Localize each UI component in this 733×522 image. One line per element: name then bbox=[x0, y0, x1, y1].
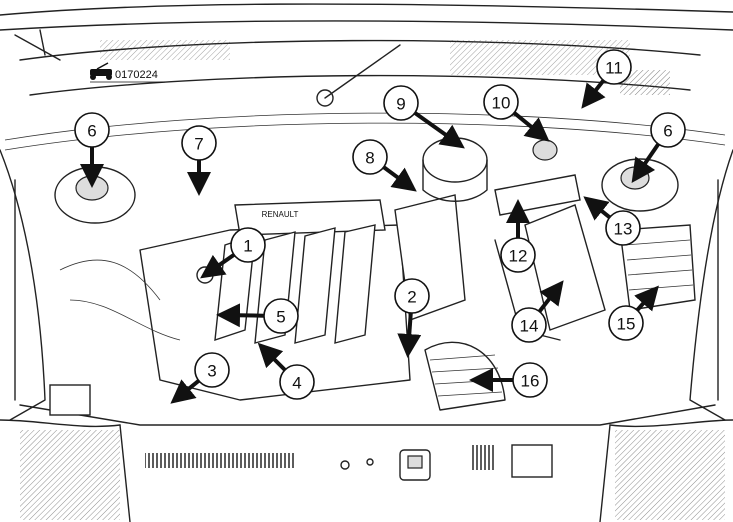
callout-number: 3 bbox=[207, 362, 216, 381]
callout-arrow bbox=[170, 379, 201, 404]
callout-15: 14 bbox=[511, 280, 564, 343]
callout-5: 5 bbox=[216, 298, 299, 334]
callout-circle bbox=[512, 362, 548, 398]
callout-arrow bbox=[257, 342, 287, 372]
right-strut-dome bbox=[601, 158, 679, 212]
callout-circle bbox=[650, 112, 686, 148]
callout-arrow bbox=[631, 142, 661, 183]
callout-number: 16 bbox=[521, 372, 540, 391]
callout-number: 6 bbox=[663, 122, 672, 141]
callout-number: 1 bbox=[243, 237, 252, 256]
callout-13: 12 bbox=[500, 199, 536, 273]
callout-arrow bbox=[581, 79, 606, 109]
callout-arrow bbox=[634, 285, 659, 312]
callout-circle bbox=[194, 352, 230, 388]
callout-1: 1 bbox=[200, 227, 266, 279]
callout-6: 6 bbox=[74, 112, 110, 188]
callout-arrow bbox=[216, 303, 265, 328]
callout-8: 7 bbox=[181, 125, 217, 196]
callout-number: 15 bbox=[617, 315, 636, 334]
callout-number: 6 bbox=[87, 122, 96, 141]
callout-16: 15 bbox=[608, 285, 659, 341]
callout-number: 4 bbox=[292, 374, 301, 393]
fenders bbox=[0, 149, 733, 421]
callout-number: 7 bbox=[194, 135, 203, 154]
callout-2: 2 bbox=[394, 278, 430, 358]
callout-circle bbox=[394, 278, 430, 314]
callout-arrow bbox=[583, 196, 611, 221]
callout-circle bbox=[605, 210, 641, 246]
callout-number: 2 bbox=[407, 288, 416, 307]
engine-cover-brand: RENAULT bbox=[262, 210, 299, 219]
callout-circle bbox=[608, 305, 644, 341]
reference-label: 0170224 bbox=[90, 62, 165, 83]
callout-4: 4 bbox=[257, 342, 315, 400]
callout-11: 10 bbox=[483, 84, 550, 142]
callout-arrow bbox=[200, 253, 236, 279]
callout-circle bbox=[74, 112, 110, 148]
callout-arrow bbox=[512, 111, 550, 142]
callout-circle bbox=[263, 298, 299, 334]
engine: RENAULT bbox=[59, 199, 411, 401]
callout-circle bbox=[181, 125, 217, 161]
front-panel bbox=[0, 384, 733, 522]
callout-number: 9 bbox=[396, 95, 405, 114]
callout-9: 8 bbox=[352, 139, 417, 192]
callout-circle bbox=[352, 139, 388, 175]
callout-number: 8 bbox=[365, 149, 374, 168]
callout-number: 12 bbox=[509, 247, 528, 266]
callout-number: 13 bbox=[614, 220, 633, 239]
callout-circle bbox=[596, 49, 632, 85]
callout-circle bbox=[483, 84, 519, 120]
callout-arrow bbox=[537, 280, 564, 313]
left-strut-dome bbox=[54, 166, 136, 224]
callout-circle bbox=[500, 237, 536, 273]
callout-circle bbox=[383, 85, 419, 121]
callout-3: 3 bbox=[170, 352, 230, 404]
callout-10: 9 bbox=[383, 85, 465, 149]
callout-17: 16 bbox=[469, 362, 548, 398]
callout-number: 11 bbox=[605, 59, 623, 78]
callout-arrow bbox=[413, 111, 465, 149]
callout-7: 6 bbox=[631, 112, 686, 183]
callout-circle bbox=[511, 307, 547, 343]
callout-number: 10 bbox=[492, 94, 511, 113]
callout-arrow bbox=[382, 165, 417, 192]
callout-number: 14 bbox=[520, 317, 539, 336]
reference-code: 0170224 bbox=[115, 69, 158, 81]
callout-arrow bbox=[397, 312, 422, 358]
callout-number: 5 bbox=[276, 308, 285, 327]
callout-circle bbox=[279, 364, 315, 400]
callout-12: 11 bbox=[581, 49, 632, 109]
callout-circle bbox=[230, 227, 266, 263]
callout-14: 13 bbox=[583, 196, 641, 246]
